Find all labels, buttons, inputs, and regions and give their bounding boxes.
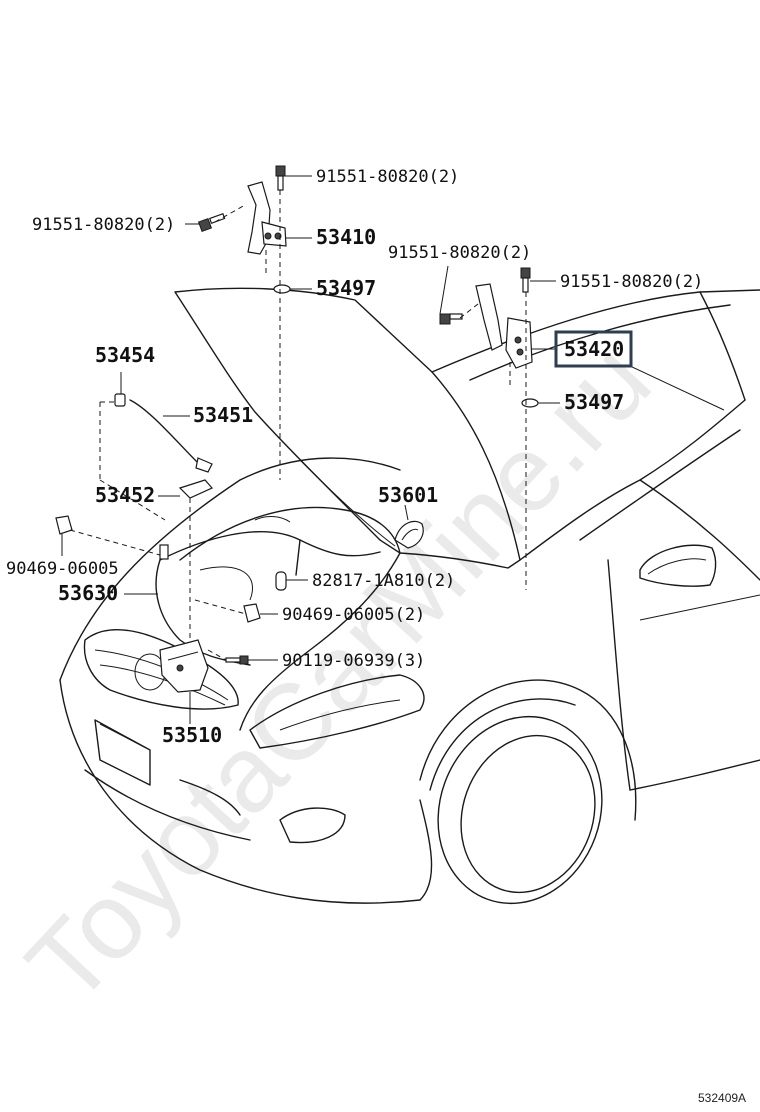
callout-53630[interactable]: 53630 [58,581,118,605]
hood-lock-53510[interactable] [159,639,209,693]
callout-91551-80820-top[interactable]: 91551-80820(2) [316,167,459,187]
watermark: ToyotaCarMine.ru [3,320,673,1026]
callout-91551-80820-left[interactable]: 91551-80820(2) [32,215,175,235]
callout-53420[interactable]: 53420 [564,337,624,361]
callout-53410[interactable]: 53410 [316,225,376,249]
washer-icon-53497-right [521,398,539,408]
bolt-icon-mid [439,313,463,325]
clip-icon-90469-mid [243,603,261,623]
hood-support-rod-53451[interactable] [129,399,213,473]
hood-release-lever-53601[interactable] [394,520,424,549]
callout-91551-80820-mid[interactable]: 91551-80820(2) [388,243,531,263]
callout-53452[interactable]: 53452 [95,483,155,507]
hood-support-clip-53452[interactable] [178,479,213,499]
callout-82817-1a810[interactable]: 82817-1A810(2) [312,571,455,591]
callout-53497-right[interactable]: 53497 [564,390,624,414]
callout-90469-06005-left[interactable]: 90469-06005 [6,559,119,579]
diagram-code: 532409A [698,1091,746,1105]
callout-53510[interactable]: 53510 [162,723,222,747]
callout-53451[interactable]: 53451 [193,403,253,427]
hood-hinge-right-53420[interactable] [475,283,533,369]
callout-53497-top[interactable]: 53497 [316,276,376,300]
car-illustration [59,287,760,905]
callout-53601[interactable]: 53601 [378,483,438,507]
callout-91551-80820-right[interactable]: 91551-80820(2) [560,272,703,292]
highlight-box-53420 [554,330,633,368]
guide-lines [69,190,527,661]
washer-icon-53497-top [273,284,291,294]
hood-lock-cable-53630[interactable] [155,531,381,666]
callout-90469-06005-mid[interactable]: 90469-06005(2) [282,605,425,625]
leader-lines [61,175,725,724]
bolt-icon-top [275,165,286,191]
cushion-icon-82817 [275,571,287,591]
callout-53454[interactable]: 53454 [95,343,155,367]
callout-90119-06939[interactable]: 90119-06939(3) [282,651,425,671]
bolt-icon-right [520,267,531,293]
hood-support-holder-53454[interactable] [114,393,126,407]
clip-icon-90469-left [55,515,73,535]
bolt-icon-left [197,212,226,233]
